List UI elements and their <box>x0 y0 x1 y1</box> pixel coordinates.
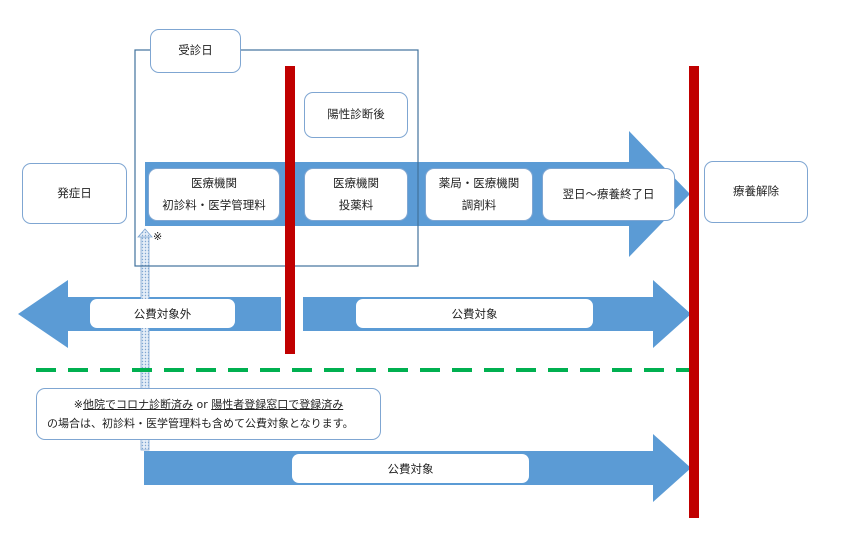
timeline-step-medication: 医療機関 投薬料 <box>304 168 408 221</box>
note-condition-diagnosed: 他院でコロナ診断済み <box>82 397 193 411</box>
not-covered-label: 公費対象外 <box>90 299 235 328</box>
covered-label: 公費対象 <box>356 299 593 328</box>
note-line-1: ※他院でコロナ診断済み or 陽性者登録窓口で登録済み <box>47 395 370 414</box>
note-prefix: ※ <box>73 397 83 411</box>
covered-bottom-label: 公費対象 <box>292 454 529 483</box>
timeline-step-initial-consultation: 医療機関 初診料・医学管理料 <box>148 168 280 221</box>
timeline-step-recuperation: 翌日～療養終了日 <box>542 168 675 221</box>
consultation-day-label: 受診日 <box>150 29 241 73</box>
note-line-2: の場合は、初診料・医学管理料も含めて公費対象となります。 <box>47 417 354 430</box>
asterisk-marker: ※ <box>153 230 163 243</box>
timeline-step-dispensing: 薬局・医療機関 調剤料 <box>425 168 533 221</box>
positive-diagnosis-bar <box>285 66 295 354</box>
recuperation-end-bar <box>689 66 699 518</box>
recuperation-release-box: 療養解除 <box>704 161 808 223</box>
exception-note: ※他院でコロナ診断済み or 陽性者登録窓口で登録済み の場合は、初診料・医学管… <box>36 388 381 440</box>
positive-diagnosis-label: 陽性診断後 <box>304 92 408 138</box>
onset-day-box: 発症日 <box>22 163 127 224</box>
note-connector-head <box>137 228 153 238</box>
note-condition-registered: 陽性者登録窓口で登録済み <box>211 397 344 411</box>
consultation-frame <box>134 49 419 267</box>
note-connector-text: or <box>192 397 212 411</box>
